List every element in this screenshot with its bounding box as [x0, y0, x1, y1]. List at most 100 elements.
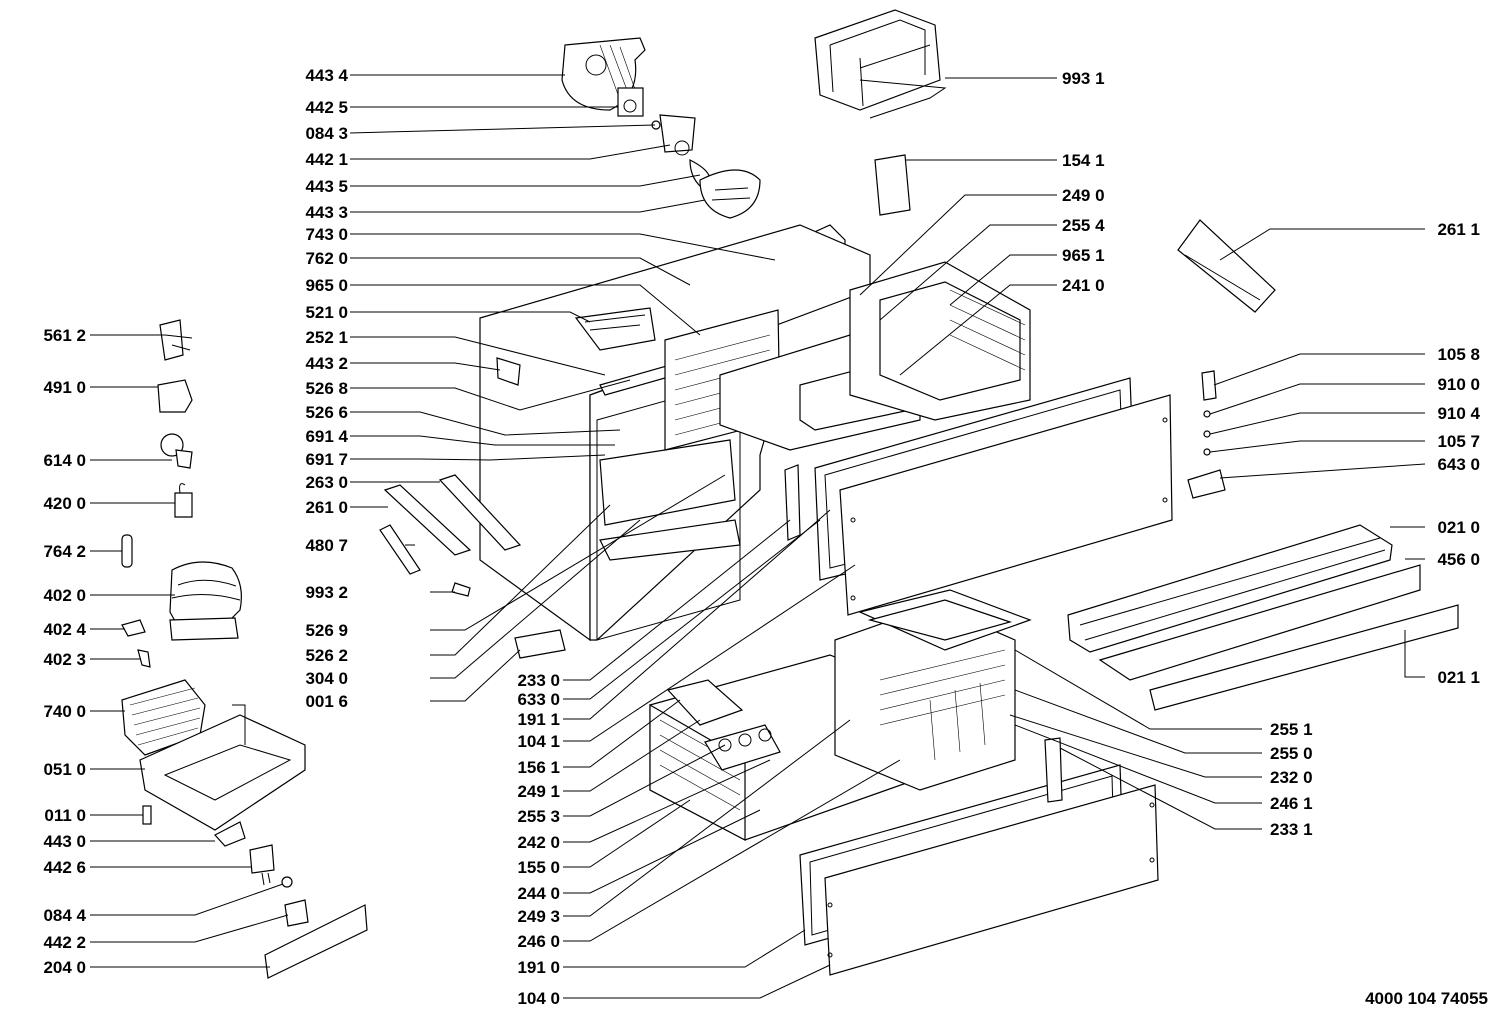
- inner-panel-part: [664, 261, 1031, 451]
- part-label-labels_center_bottom-8: 155 0: [517, 858, 560, 877]
- part-label-labels_center_left-5: 443 3: [305, 203, 348, 222]
- part-label-labels_center_bottom-9: 244 0: [517, 884, 560, 903]
- bushing-part: [281, 876, 293, 888]
- document-id: 4000 104 74055: [1365, 989, 1488, 1008]
- fan-motor-small-part: [249, 844, 275, 886]
- part-label-labels_center_right-4: 965 1: [1062, 246, 1105, 265]
- part-label-labels_center_right-6: 255 1: [1270, 720, 1313, 739]
- part-label-labels_right-8: 021 1: [1437, 668, 1480, 687]
- part-label-labels_center_left-21: 526 2: [305, 646, 348, 665]
- part-label-labels_left-14: 442 2: [43, 933, 86, 952]
- fan-motor-part: [617, 87, 696, 156]
- rail-part: [1177, 219, 1276, 313]
- part-label-labels_center_left-15: 691 7: [305, 450, 348, 469]
- part-label-labels_center_left-20: 526 9: [305, 621, 348, 640]
- part-label-labels_center_right-1: 154 1: [1062, 151, 1105, 170]
- part-label-labels_center_bottom-0: 233 0: [517, 671, 560, 690]
- base-tray-part: [139, 704, 306, 831]
- part-label-labels_center_left-19: 993 2: [305, 583, 348, 602]
- part-label-labels_center_left-0: 443 4: [305, 66, 348, 85]
- part-label-labels_left-9: 051 0: [43, 760, 86, 779]
- knob-parts: [1203, 410, 1211, 456]
- foot-screw-part: [142, 805, 152, 825]
- part-label-labels_center_right-0: 993 1: [1062, 69, 1105, 88]
- part-label-labels_center_left-3: 442 1: [305, 150, 348, 169]
- part-label-labels_center_right-10: 233 1: [1270, 820, 1313, 839]
- part-label-labels_left-6: 402 4: [43, 620, 86, 639]
- part-label-labels_center_left-8: 965 0: [305, 276, 348, 295]
- relay-cover-part: [157, 379, 193, 413]
- part-label-labels_left-8: 740 0: [43, 702, 86, 721]
- compressor-part: [169, 561, 242, 641]
- part-label-labels_center_bottom-4: 156 1: [517, 758, 560, 777]
- part-label-labels_right-6: 021 0: [1437, 518, 1480, 537]
- part-label-labels_center_left-10: 252 1: [305, 328, 348, 347]
- part-label-labels_center_bottom-12: 191 0: [517, 958, 560, 977]
- part-label-labels_center_left-2: 084 3: [305, 124, 348, 143]
- part-label-labels_center_bottom-3: 104 1: [517, 732, 560, 751]
- part-label-labels_right-0: 261 1: [1437, 220, 1480, 239]
- part-label-labels_left-5: 402 0: [43, 586, 86, 605]
- part-label-labels_right-7: 456 0: [1437, 550, 1480, 569]
- part-label-labels_left-15: 204 0: [43, 958, 86, 977]
- fan-blade-part: [689, 159, 761, 219]
- leader-lines: [90, 74, 1426, 999]
- lower-door-part: [799, 737, 1159, 976]
- part-label-labels_center_bottom-13: 104 0: [517, 989, 560, 1008]
- part-label-labels_left-2: 614 0: [43, 451, 86, 470]
- part-label-labels_center_bottom-2: 191 1: [517, 710, 560, 729]
- part-label-labels_left-4: 764 2: [43, 542, 86, 561]
- bracket-part: [284, 899, 309, 927]
- kickplate-part: [264, 904, 368, 979]
- part-label-labels_left-3: 420 0: [43, 494, 86, 513]
- part-label-labels_center_right-7: 255 0: [1270, 744, 1313, 763]
- part-label-labels_center_right-8: 232 0: [1270, 768, 1313, 787]
- part-label-labels_center_right-9: 246 1: [1270, 794, 1313, 813]
- part-label-labels_center_left-11: 443 2: [305, 354, 348, 373]
- part-label-labels_center_left-12: 526 8: [305, 379, 348, 398]
- part-label-labels_center_bottom-11: 246 0: [517, 932, 560, 951]
- switch-part: [1201, 370, 1217, 401]
- upper-door-part: [814, 377, 1173, 616]
- part-label-labels_left-10: 011 0: [44, 806, 86, 825]
- part-label-labels_center_right-2: 249 0: [1062, 186, 1105, 205]
- part-label-labels_left-7: 402 3: [43, 650, 86, 669]
- part-label-labels_right-3: 910 4: [1437, 404, 1480, 423]
- part-label-labels_center_left-14: 691 4: [305, 427, 348, 446]
- part-label-labels_center_left-17: 261 0: [305, 498, 348, 517]
- relay-part: [160, 433, 193, 469]
- top-frame-part: [814, 9, 947, 216]
- part-label-labels_center_bottom-5: 249 1: [517, 782, 560, 801]
- part-label-labels_center_left-22: 304 0: [305, 669, 348, 688]
- part-label-labels_center_left-13: 526 6: [305, 403, 348, 422]
- handle-part: [1067, 524, 1459, 711]
- grommet-part: [121, 619, 146, 637]
- part-label-labels_right-4: 105 7: [1437, 432, 1480, 451]
- filter-drier-part: [121, 534, 133, 568]
- part-label-labels_center_left-9: 521 0: [305, 303, 348, 322]
- drawer-basket-part: [834, 589, 1032, 791]
- part-label-labels_center_left-7: 762 0: [305, 249, 348, 268]
- part-label-labels_center_left-6: 743 0: [305, 225, 348, 244]
- light-cover-part: [1187, 469, 1226, 499]
- part-label-labels_center_left-16: 263 0: [305, 473, 348, 492]
- thermostat-part: [159, 319, 193, 361]
- part-label-labels_left-13: 084 4: [43, 906, 86, 925]
- part-label-labels_center_bottom-10: 249 3: [517, 907, 560, 926]
- side-rails-part: [379, 464, 801, 597]
- capacitor-part: [174, 483, 193, 518]
- part-label-labels_center_left-1: 442 5: [305, 98, 348, 117]
- part-label-labels_left-1: 491 0: [43, 378, 86, 397]
- part-label-labels_right-5: 643 0: [1437, 455, 1480, 474]
- part-label-labels_right-2: 910 0: [1437, 375, 1480, 394]
- hinge-bracket-part: [514, 629, 566, 659]
- fan-blade-small-part: [214, 821, 246, 847]
- part-label-labels_center_left-18: 480 7: [305, 536, 348, 555]
- part-label-labels_left-12: 442 6: [43, 858, 86, 877]
- part-label-labels_center_right-3: 255 4: [1062, 216, 1105, 235]
- part-label-labels_center_right-5: 241 0: [1062, 276, 1105, 295]
- part-label-labels_center_left-4: 443 5: [305, 177, 348, 196]
- part-label-labels_center_bottom-6: 255 3: [517, 807, 560, 826]
